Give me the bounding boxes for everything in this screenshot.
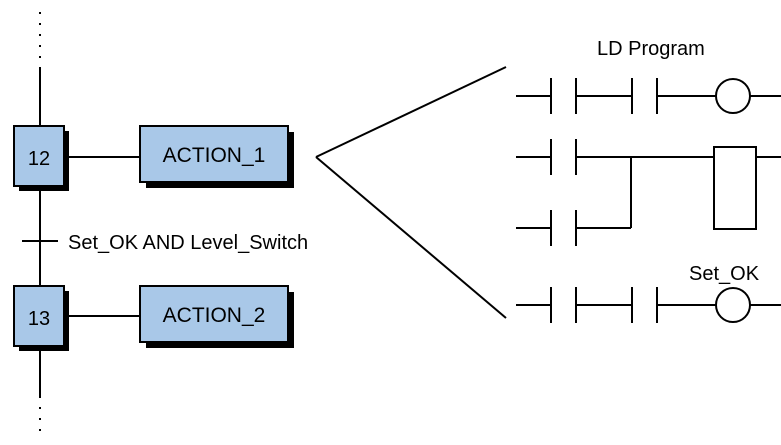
action-2-block[interactable]: ACTION_2: [139, 285, 294, 348]
transition[interactable]: Set_OK AND Level_Switch: [22, 232, 308, 254]
contact-2a[interactable]: [550, 139, 577, 175]
contact-1b[interactable]: [631, 78, 658, 114]
contact-1a[interactable]: [550, 78, 577, 114]
step-13-number: 13: [28, 308, 50, 330]
step-12-number: 12: [28, 148, 50, 170]
ld-program-title: LD Program: [597, 38, 705, 60]
contact-3b[interactable]: [631, 287, 658, 323]
step-13[interactable]: 13: [13, 285, 69, 351]
action-2-label: ACTION_2: [163, 304, 266, 327]
function-block[interactable]: [713, 146, 757, 230]
action-1-block[interactable]: ACTION_1: [139, 125, 294, 188]
contact-3a[interactable]: [550, 287, 577, 323]
action-1-label: ACTION_1: [163, 144, 266, 167]
step-12[interactable]: 12: [13, 125, 69, 191]
set-ok-output-label: Set_OK: [689, 263, 760, 285]
expansion-lines: [315, 66, 507, 319]
transition-condition-label: Set_OK AND Level_Switch: [68, 232, 308, 254]
ladder-rung-3: [516, 287, 781, 323]
ladder-rung-2: [516, 139, 781, 246]
contact-2b[interactable]: [550, 210, 577, 246]
ladder-rung-1: [516, 78, 781, 114]
set-ok-coil[interactable]: [715, 287, 751, 323]
coil-1[interactable]: [715, 78, 751, 114]
